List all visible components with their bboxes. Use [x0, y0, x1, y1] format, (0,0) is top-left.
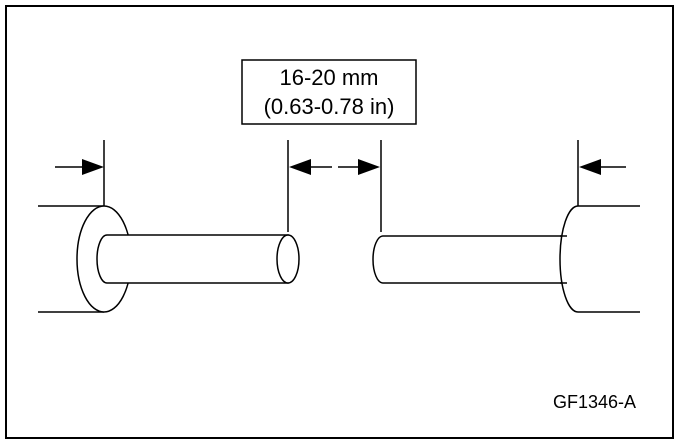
dimension-label-box: [241, 59, 417, 125]
left-shaft: [96, 234, 300, 284]
arrow-left-icon: [289, 159, 332, 175]
arrow-right-icon: [55, 159, 104, 175]
figure-id: GF1346-A: [553, 392, 636, 412]
arrow-left-icon: [579, 159, 626, 175]
dimension-metric-text: 16-20 mm: [279, 65, 378, 90]
dimension-imperial-text: (0.63-0.78 in): [264, 94, 395, 119]
left-shaft-end: [276, 234, 300, 284]
dimension-callout: 16-20 mm (0.63-0.78 in): [241, 59, 417, 125]
right-housing: [559, 205, 640, 313]
right-shaft: [372, 235, 568, 284]
arrow-right-icon: [338, 159, 380, 175]
dimension-arrows: [55, 159, 626, 175]
extension-lines: [103, 140, 579, 232]
